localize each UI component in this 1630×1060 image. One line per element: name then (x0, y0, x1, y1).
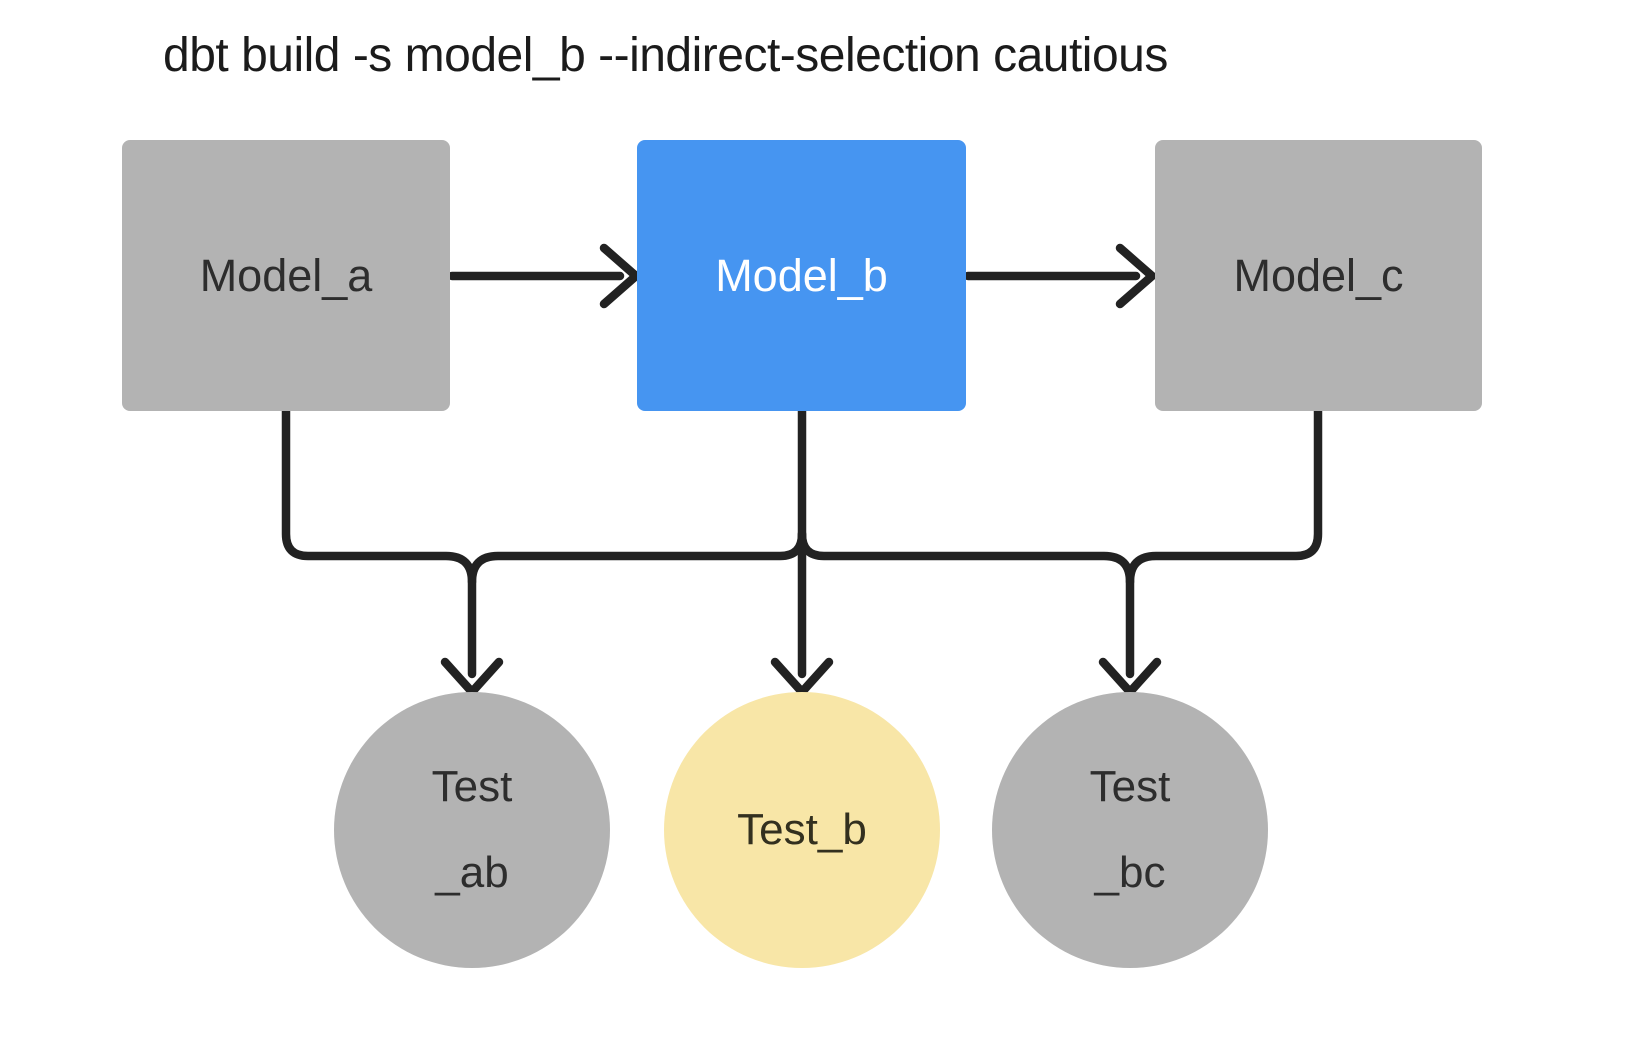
edge-model-a-to-test-ab (281, 403, 504, 697)
node-model-b-label: Model_b (715, 249, 888, 301)
node-model-a: Model_a (122, 140, 450, 411)
edge-shaft (467, 529, 807, 587)
node-test-ab-label: Test _ab (431, 762, 513, 897)
edge-shaft (281, 403, 477, 679)
node-test-bc-label: Test _bc (1089, 762, 1171, 897)
diagram-title: dbt build -s model_b --indirect-selectio… (163, 29, 1168, 82)
node-test-bc: Test _bc (992, 692, 1268, 968)
edge-model-a-to-model-b (447, 243, 641, 309)
node-model-c-label: Model_c (1233, 249, 1404, 301)
node-test-b: Test_b (664, 692, 940, 968)
node-model-c: Model_c (1155, 140, 1482, 411)
edge-shaft (797, 529, 1135, 679)
edge-model-c-to-test-bc (1125, 403, 1323, 587)
arrowhead-right-icon (1115, 243, 1157, 309)
edge-model-b-to-model-c (963, 243, 1157, 309)
edge-shaft (1125, 403, 1323, 587)
node-model-b: Model_b (637, 140, 966, 411)
arrowhead-right-icon (599, 243, 641, 309)
node-test-b-label: Test_b (737, 805, 867, 854)
edge-model-b-to-test-bc (797, 529, 1162, 697)
edge-model-b-to-test-ab (467, 529, 807, 587)
node-model-a-label: Model_a (199, 249, 373, 301)
node-test-ab: Test _ab (334, 692, 610, 968)
